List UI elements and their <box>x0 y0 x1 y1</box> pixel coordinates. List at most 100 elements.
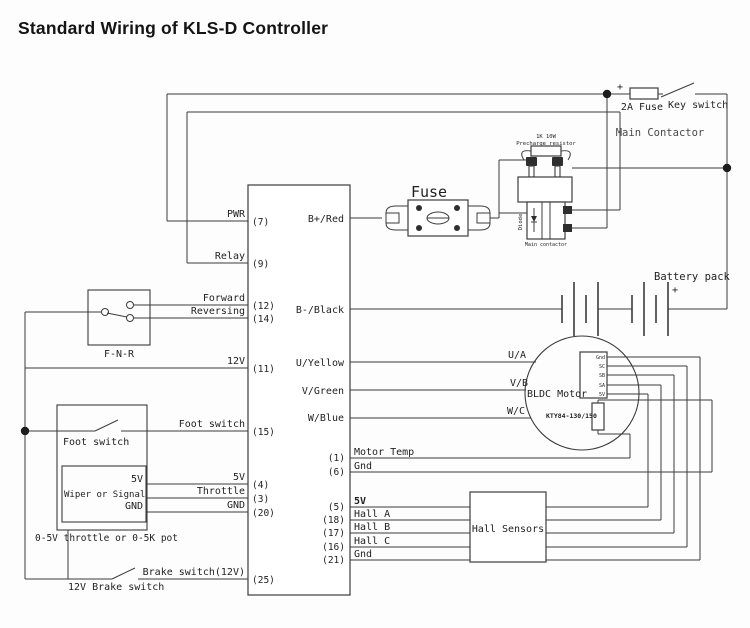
pin-9: (9) <box>252 259 269 270</box>
pin-25: (25) <box>252 575 275 586</box>
signal-motor-temp: Motor Temp <box>354 447 414 458</box>
pin-label-relay: Relay <box>215 251 245 262</box>
terminal-bplus: B+/Red <box>308 214 344 225</box>
phase-ua-label: U/A <box>508 350 526 361</box>
terminal-v: V/Green <box>302 386 344 397</box>
wiper-label: Wiper or Signal <box>64 490 145 500</box>
wires-layer <box>24 82 728 580</box>
fnr-switch: F-N-R <box>87 289 151 360</box>
battery-pack: + Battery pack <box>561 271 731 336</box>
pin-label-12v: 12V <box>227 356 245 367</box>
fuse-2a-symbol <box>629 87 659 100</box>
diode-symbol <box>531 216 537 222</box>
pot-note: 0-5V throttle or 0-5K pot <box>35 533 178 544</box>
foot-switch-inner-label: Foot switch <box>63 437 129 448</box>
motor-pin-sc: SC <box>599 364 605 370</box>
pin-label-forward: Forward <box>203 293 245 304</box>
pin-20: (20) <box>252 508 275 519</box>
hall-sensors-label: Hall Sensors <box>472 524 544 535</box>
main-contactor-assembly: 1K 10W Precharge resistor Diode Main con… <box>516 134 576 248</box>
phase-vb-label: V/B <box>510 378 528 389</box>
hall-sensors-box <box>469 491 547 563</box>
fuse-2a-label: 2A Fuse <box>621 102 663 113</box>
pin-11: (11) <box>252 364 275 375</box>
motor-pin-gnd: Gnd <box>596 355 605 361</box>
signal-hall-b: Hall B <box>354 522 390 533</box>
pin-label-throttle: Throttle <box>197 486 245 497</box>
signal-gnd-2: Gnd <box>354 549 372 560</box>
pin-1: (1) <box>328 453 345 464</box>
kty-temp-sensor <box>591 402 605 431</box>
key-switch-label: Key switch <box>668 100 728 111</box>
fuse-left-terminal <box>385 205 408 231</box>
pin-label-brake: Brake switch(12V) <box>143 567 245 578</box>
pin-14: (14) <box>252 314 275 325</box>
pin-label-5v: 5V <box>233 472 245 483</box>
pin-16: (16) <box>322 542 345 553</box>
precharge-resistor-label-1: 1K 10W <box>536 134 557 140</box>
diode-label: Diode <box>518 214 524 231</box>
signal-5v: 5V <box>354 496 366 507</box>
motor-hall-connector <box>579 351 608 399</box>
junction-dot-top <box>602 89 612 99</box>
bldc-motor: Gnd SC SB SA 5V BLDC Motor KTY84-130/150 <box>524 335 700 451</box>
wiper-gnd-label: GND <box>125 501 143 512</box>
contactor-terminal-right <box>552 157 563 166</box>
pin-17: (17) <box>322 528 345 539</box>
kty-label: KTY84-130/150 <box>546 412 597 420</box>
motor-circle <box>524 335 640 451</box>
junction-dot-left <box>20 426 30 436</box>
motor-pin-sb: SB <box>599 373 605 379</box>
foot-switch-assembly: Foot switch Wiper or Signal 5V GND 0-5V … <box>35 404 178 544</box>
signal-gnd-1: Gnd <box>354 461 372 472</box>
controller-right-pin-labels: (1) (6) (5) (18) (17) (16) (21) Motor Te… <box>322 447 414 566</box>
pin-12: (12) <box>252 301 275 312</box>
main-contactor-label: Main Contactor <box>616 127 705 139</box>
wiper-5v-label: 5V <box>131 474 143 485</box>
contactor-coil <box>526 201 566 240</box>
controller-terminal-labels: B+/Red B-/Black U/Yellow V/Green W/Blue <box>296 214 345 424</box>
main-fuse: Fuse <box>385 183 491 237</box>
plus-sign-battery: + <box>672 285 678 296</box>
precharge-resistor <box>530 145 562 157</box>
contactor-body <box>517 176 573 203</box>
pin-label-reversing: Reversing <box>191 306 245 317</box>
signal-hall-c: Hall C <box>354 536 390 547</box>
precharge-resistor-label-2: Precharge resistor <box>516 141 576 147</box>
pin-18: (18) <box>322 515 345 526</box>
page-title: Standard Wiring of KLS-D Controller <box>18 18 329 38</box>
pin-label-gnd: GND <box>227 500 245 511</box>
pin-label-pwr: PWR <box>227 209 246 220</box>
terminal-bminus: B-/Black <box>296 305 344 316</box>
coil-terminal-bottom <box>563 224 572 232</box>
fnr-box <box>87 289 151 346</box>
foot-switch-box <box>56 404 148 531</box>
pin-5: (5) <box>328 502 345 513</box>
wiper-box <box>61 465 147 523</box>
fuse-right-terminal <box>468 205 491 231</box>
fnr-label: F-N-R <box>104 349 135 360</box>
pin-15: (15) <box>252 427 275 438</box>
phase-wc-label: W/C <box>507 406 525 417</box>
brake-switch-bottom-label: 12V Brake switch <box>68 582 164 593</box>
pin-3: (3) <box>252 494 269 505</box>
terminal-u: U/Yellow <box>296 358 345 369</box>
pin-4: (4) <box>252 480 269 491</box>
contactor-caption: Main contactor <box>525 242 567 248</box>
motor-pin-5v: 5V <box>599 392 605 398</box>
motor-pin-sa: SA <box>599 383 605 389</box>
controller-left-pin-labels: PWR Relay Forward Reversing 12V Foot swi… <box>143 209 275 586</box>
junction-dot-right <box>722 163 732 173</box>
fuse-label: Fuse <box>411 183 447 201</box>
contactor-terminal-left <box>526 157 537 166</box>
controller-box <box>247 184 351 596</box>
terminal-w: W/Blue <box>308 413 344 424</box>
pin-7: (7) <box>252 217 269 228</box>
pin-21: (21) <box>322 555 345 566</box>
battery-pack-label: Battery pack <box>654 271 731 283</box>
signal-hall-a: Hall A <box>354 509 390 520</box>
plus-sign-top: + <box>617 82 623 93</box>
pin-label-footswitch: Foot switch <box>179 419 245 430</box>
pin-6: (6) <box>328 467 345 478</box>
